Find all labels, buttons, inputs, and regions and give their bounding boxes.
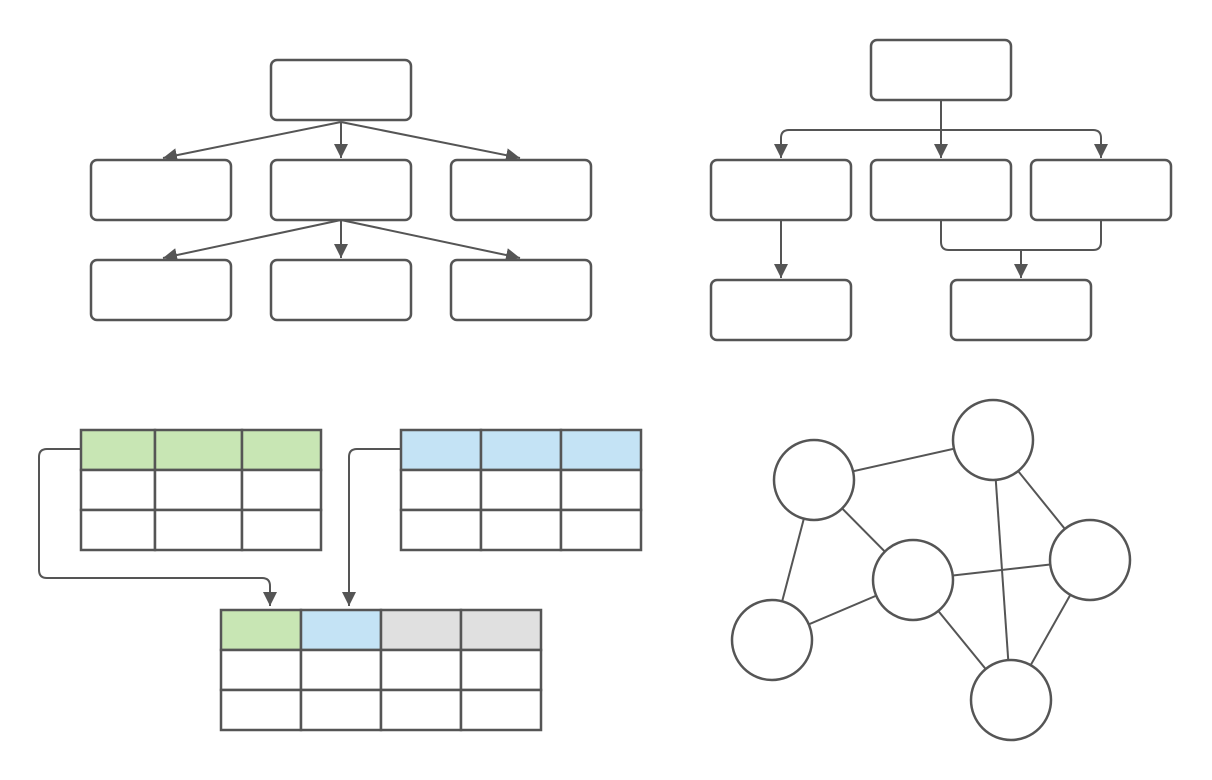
left-table-cell <box>153 468 244 512</box>
tree-arrow <box>162 121 342 163</box>
joined-table-cell <box>219 688 303 732</box>
tree-arrow <box>340 219 521 262</box>
tree-hierarchy-diagram <box>89 58 593 322</box>
joined-table-cell <box>219 648 303 692</box>
org-leaf-node <box>709 278 853 342</box>
left-table-header-cell <box>240 428 323 472</box>
org-root-node <box>869 38 1013 102</box>
joined-table-cell <box>299 688 383 732</box>
org-chart-diagram <box>709 38 1173 342</box>
tree-child-node <box>89 158 233 222</box>
tree-child-node <box>269 158 413 222</box>
joined-table-header-cell <box>219 608 303 652</box>
tree-leaf-node <box>89 258 233 322</box>
left-table-cell <box>240 508 323 552</box>
left-table-cell <box>79 468 157 512</box>
joined-table-cell <box>459 648 543 692</box>
graph-node <box>772 438 856 522</box>
left-table-header-cell <box>153 428 244 472</box>
join-arrow <box>38 448 277 606</box>
tree-connectors <box>162 121 521 262</box>
joined-table-header-cell <box>299 608 383 652</box>
tree-arrow <box>340 121 521 163</box>
right-table-cell <box>399 508 483 552</box>
graph-node <box>969 658 1053 742</box>
org-arrow <box>774 100 942 158</box>
tree-leaf-node <box>269 258 413 322</box>
graph-nodes <box>730 398 1132 742</box>
graph-node <box>871 538 955 622</box>
tree-leaf-node <box>449 258 593 322</box>
joined-table <box>219 608 543 732</box>
org-leaf-node <box>949 278 1093 342</box>
org-arrow <box>941 129 1108 158</box>
graph-node <box>730 598 814 682</box>
right-table-cell <box>399 468 483 512</box>
left-table <box>79 428 323 552</box>
org-child-node <box>709 158 853 222</box>
left-table-cell <box>79 508 157 552</box>
org-connectors <box>774 100 1108 278</box>
right-table-cell <box>479 468 563 512</box>
joined-table-header-cell <box>459 608 543 652</box>
org-arrow <box>940 220 1102 251</box>
joined-table-header-cell <box>379 608 463 652</box>
left-table-header-cell <box>79 428 157 472</box>
left-table-cell <box>153 508 244 552</box>
right-table-header-cell <box>479 428 563 472</box>
join-arrow <box>342 448 401 606</box>
right-table <box>399 428 643 552</box>
joined-table-cell <box>299 648 383 692</box>
graph-node <box>951 398 1035 482</box>
tree-arrow <box>162 219 342 262</box>
org-child-node <box>869 158 1013 222</box>
tree-child-node <box>449 158 593 222</box>
tree-root-node <box>269 58 413 122</box>
right-table-header-cell <box>399 428 483 472</box>
right-table-cell <box>479 508 563 552</box>
join-connectors <box>38 448 401 606</box>
joined-table-cell <box>459 688 543 732</box>
left-table-cell <box>240 468 323 512</box>
joined-table-cell <box>379 648 463 692</box>
graph-node <box>1048 518 1132 602</box>
right-table-cell <box>559 468 643 512</box>
right-table-header-cell <box>559 428 643 472</box>
network-graph-diagram <box>730 398 1132 742</box>
joined-table-cell <box>379 688 463 732</box>
org-child-node <box>1029 158 1173 222</box>
right-table-cell <box>559 508 643 552</box>
table-join-diagram <box>38 428 643 732</box>
